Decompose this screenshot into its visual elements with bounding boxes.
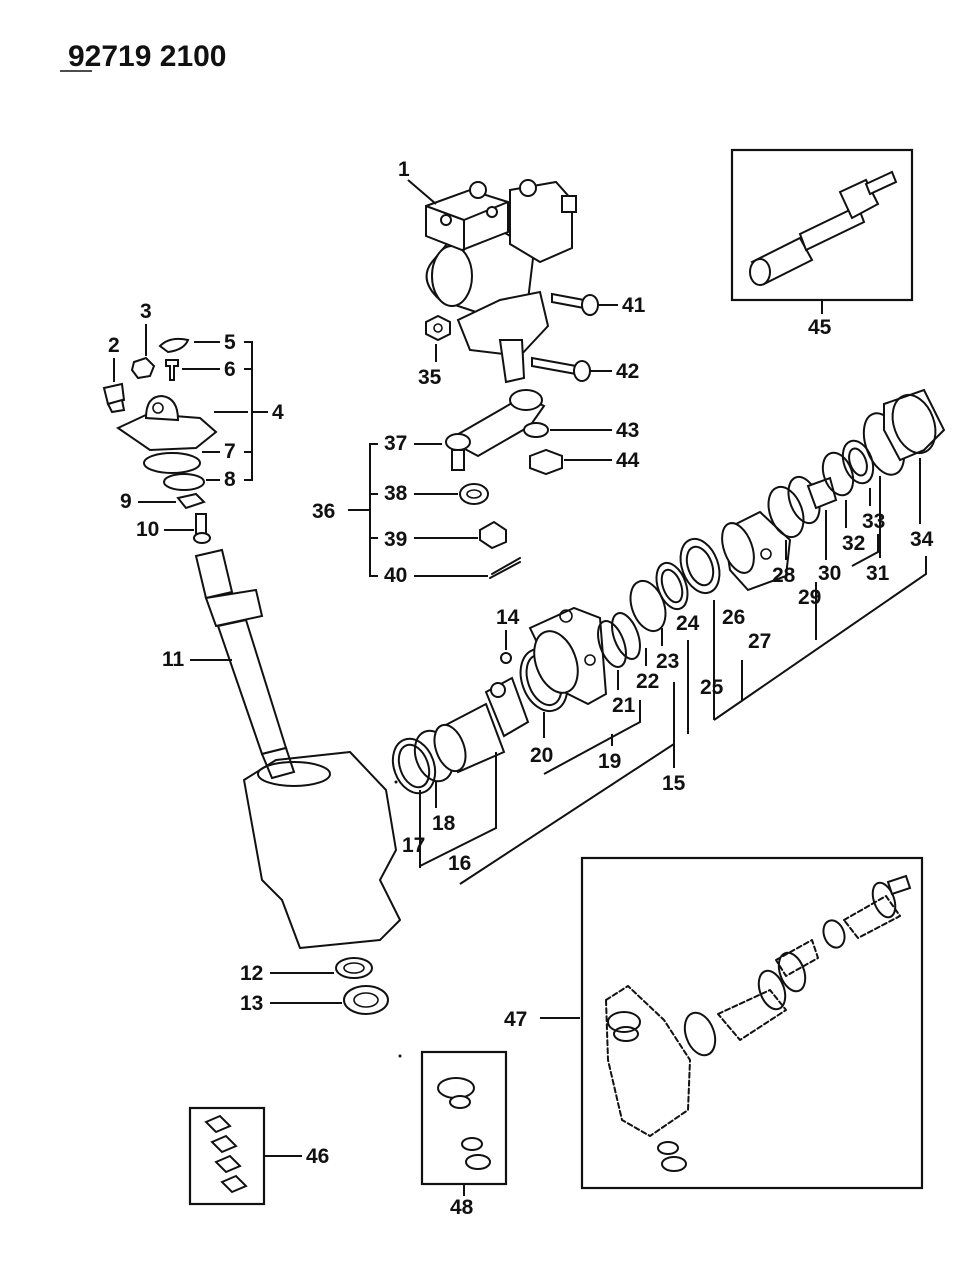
part-44-nut — [529, 448, 563, 476]
callout-25: 25 — [700, 676, 724, 699]
callout-48: 48 — [450, 1196, 474, 1219]
steering-gear-box-assembly — [425, 179, 577, 384]
callout-34: 34 — [910, 528, 934, 551]
gear-housing-outline — [243, 751, 401, 949]
callout-16: 16 — [448, 852, 471, 875]
callout-24: 24 — [676, 612, 700, 635]
part-13-seal — [343, 985, 389, 1015]
part-41-bolt — [551, 292, 599, 316]
part-14-ring — [500, 652, 512, 664]
callout-1: 1 — [398, 158, 410, 181]
callout-27: 27 — [748, 630, 771, 653]
callout-33: 33 — [862, 510, 885, 533]
part-5-plate — [158, 337, 190, 354]
callout-19: 19 — [598, 750, 621, 773]
part-2-cap — [102, 382, 126, 414]
part-11-sector-shaft — [194, 548, 296, 780]
part-10-screw — [193, 513, 211, 544]
callout-9: 9 — [120, 490, 132, 513]
callout-20: 20 — [530, 744, 553, 767]
callout-43: 43 — [616, 419, 639, 442]
callout-35: 35 — [418, 366, 442, 389]
callout-45: 45 — [808, 316, 832, 339]
callout-23: 23 — [656, 650, 679, 673]
callout-32: 32 — [842, 532, 865, 555]
part-40-cotter-pin — [489, 557, 521, 579]
part-19-valve-housing — [528, 606, 608, 706]
callout-8: 8 — [224, 468, 236, 491]
callout-31: 31 — [866, 562, 890, 585]
callout-47: 47 — [504, 1008, 527, 1031]
callout-39: 39 — [384, 528, 407, 551]
callout-11: 11 — [162, 648, 185, 671]
callout-17: 17 — [402, 834, 425, 857]
part-17-ring — [391, 737, 437, 795]
callout-7: 7 — [224, 440, 236, 463]
part-43-washer — [523, 422, 549, 438]
part-30-spline — [806, 476, 838, 510]
callout-46: 46 — [306, 1145, 329, 1168]
callout-29: 29 — [798, 586, 821, 609]
part-42-bolt — [531, 356, 591, 382]
callout-44: 44 — [616, 449, 640, 472]
callout-4: 4 — [272, 401, 284, 424]
callout-26: 26 — [722, 606, 745, 629]
part-45-rack-assembly — [749, 170, 898, 286]
part-22-ring — [611, 612, 641, 660]
callout-38: 38 — [384, 482, 408, 505]
callout-22: 22 — [636, 670, 659, 693]
callout-18: 18 — [432, 812, 456, 835]
callout-28: 28 — [772, 564, 796, 587]
callout-10: 10 — [136, 518, 159, 541]
part-6-screw — [165, 359, 179, 381]
callout-36: 36 — [312, 500, 335, 523]
part-46-kit-washers — [204, 1114, 248, 1194]
part-48-kit-seals — [437, 1077, 491, 1170]
part-28-ring — [767, 485, 805, 539]
callout-37: 37 — [384, 432, 407, 455]
part-35-nut — [425, 314, 451, 342]
part-21-seal — [597, 620, 627, 668]
part-39-castle-nut — [479, 520, 507, 550]
part-23-oring — [629, 579, 667, 633]
part-25-ring — [679, 537, 721, 595]
callout-3: 3 — [140, 300, 152, 323]
part-9-washer — [176, 492, 206, 510]
callout-6: 6 — [224, 358, 236, 381]
part-26-27-valve — [721, 510, 792, 592]
callout-41: 41 — [622, 294, 646, 317]
part-37-pitman-arm — [445, 389, 546, 471]
part-34-cover — [883, 388, 946, 462]
inset-box-47 — [580, 856, 924, 1190]
callout-42: 42 — [616, 360, 639, 383]
part-12-seal — [335, 957, 373, 979]
callout-30: 30 — [818, 562, 841, 585]
callout-13: 13 — [240, 992, 263, 1015]
part-4-top-cover — [115, 394, 218, 491]
part-number-header: 92719 2100 — [68, 40, 227, 73]
callout-2: 2 — [108, 334, 120, 357]
part-24-ring — [655, 561, 689, 611]
part-16-worm-shaft — [433, 676, 530, 774]
inset-box-48 — [420, 1050, 508, 1186]
callout-5: 5 — [224, 331, 236, 354]
callout-40: 40 — [384, 564, 407, 587]
callout-15: 15 — [662, 772, 686, 795]
callout-14: 14 — [496, 606, 520, 629]
part-3-nut — [130, 356, 156, 380]
part-47-seal-kit-outline — [605, 874, 912, 1172]
callout-12: 12 — [240, 962, 263, 985]
callout-21: 21 — [612, 694, 636, 717]
part-32-ring — [821, 451, 855, 497]
part-38-boot — [459, 483, 489, 505]
